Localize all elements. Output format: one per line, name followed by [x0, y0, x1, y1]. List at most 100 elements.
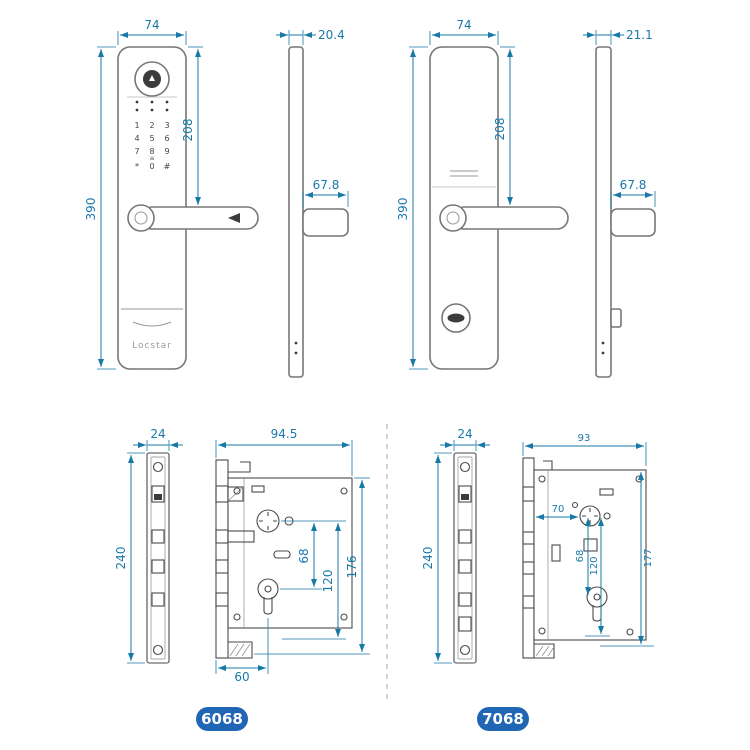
side-view-back: 21.1 67.8	[583, 28, 656, 378]
dim-faceplate-width: 24	[457, 427, 472, 441]
key-5: 5	[149, 134, 154, 143]
key-star: *	[135, 162, 139, 171]
back-handle-hub	[446, 211, 460, 225]
bolt-opening	[151, 529, 165, 544]
dim-back-width: 74	[456, 18, 471, 32]
key-9: 9	[164, 147, 169, 156]
lower-panel-curve	[132, 321, 172, 327]
back-handle-pivot	[439, 204, 467, 232]
dim-back-height: 390	[396, 198, 410, 221]
side-profile-body	[595, 46, 612, 378]
dim-faceplate-height: 240	[421, 547, 435, 570]
faceplate-inner-edge	[150, 456, 166, 660]
mortise-6068: 24 240 94.5	[114, 427, 370, 684]
bolt-opening	[458, 592, 472, 607]
keypad: 1 2 3 4 5 6 7 8 9 ≡ * 0 #	[134, 121, 170, 171]
key-0: 0	[149, 162, 154, 171]
key-hash: #	[164, 162, 171, 171]
front-view: 1 2 3 4 5 6 7 8 9 ≡ * 0 # Locstar 74	[84, 18, 259, 370]
cylinder-profile	[263, 597, 273, 615]
side-handle-nub	[302, 208, 349, 237]
dim-side-depth: 21.1	[626, 28, 653, 42]
small-slot	[251, 485, 265, 493]
key-4: 4	[134, 134, 139, 143]
top-bracket	[534, 460, 553, 471]
latch-bolt	[154, 494, 162, 500]
key-1: 1	[134, 121, 139, 130]
back-view: 74 390 208	[396, 18, 569, 370]
slot	[551, 544, 561, 562]
faceplate	[146, 452, 170, 664]
model-label-6068: 6068	[201, 710, 243, 728]
small-hole	[603, 512, 611, 520]
hatch-lines	[229, 643, 251, 657]
front-handle-hub	[134, 211, 148, 225]
key-6: 6	[164, 134, 169, 143]
menu-glyph-icon: ≡	[149, 155, 154, 162]
scanner-mark-icon	[149, 75, 155, 81]
cylinder-center	[264, 585, 272, 593]
key-8: 8	[149, 147, 154, 156]
dim-120: 120	[589, 556, 600, 575]
model-badge-7068: 7068	[477, 707, 529, 731]
dim-front-width: 74	[144, 18, 159, 32]
dim-side-depth: 20.4	[318, 28, 345, 42]
bottom-bracket	[534, 643, 555, 659]
dim-body-height: 177	[643, 548, 654, 567]
key-2: 2	[149, 121, 154, 130]
dim-body-height: 176	[345, 556, 359, 579]
key-7: 7	[134, 147, 139, 156]
dim-front-upper: 208	[181, 119, 195, 142]
dim-faceplate-height: 240	[114, 547, 128, 570]
dim-68: 68	[575, 550, 586, 563]
dim-front-height: 390	[84, 198, 98, 221]
model-badge-6068: 6068	[196, 707, 248, 731]
back-handle-lever	[452, 206, 569, 230]
deadbolt-body	[227, 530, 255, 543]
bolt-opening	[151, 559, 165, 574]
bolt-opening	[458, 559, 472, 574]
mortise-front-strip	[522, 457, 535, 659]
latch-opening	[458, 485, 472, 503]
thumbturn-profile	[610, 308, 622, 328]
small-hole	[571, 501, 579, 509]
top-bracket	[228, 461, 251, 473]
screw-hole	[459, 644, 471, 656]
thumbturn-knob	[447, 313, 465, 323]
side-view-front: 20.4 67.8	[276, 28, 349, 378]
lock-case	[533, 469, 647, 641]
front-handle-lever	[140, 206, 259, 230]
dim-faceplate-width: 24	[150, 427, 165, 441]
latch-bolt	[461, 494, 469, 500]
side-profile-body	[288, 46, 304, 378]
mortise-front-strip	[215, 459, 229, 659]
dim-120: 120	[321, 570, 335, 593]
badge-pill	[477, 707, 529, 731]
latch-opening	[151, 485, 165, 503]
dim-68: 68	[297, 548, 311, 563]
screw-hole	[152, 644, 164, 656]
stop-slot	[273, 550, 291, 559]
screw-hole	[152, 461, 164, 473]
bottom-bracket	[228, 641, 253, 659]
dim-body-width: 94.5	[271, 427, 298, 441]
side-screw-dots	[294, 341, 298, 355]
corner-screws	[233, 487, 348, 621]
bolt-opening	[458, 616, 472, 632]
dim-side-handle: 67.8	[620, 178, 647, 192]
cylinder-hole	[586, 586, 608, 608]
hatch-lines	[535, 645, 555, 657]
key-3: 3	[164, 121, 169, 130]
screw-hole	[459, 461, 471, 473]
faceplate-inner-edge	[457, 456, 473, 660]
dim-body-width: 93	[578, 433, 591, 444]
cylinder-hole	[257, 578, 279, 600]
dim-70: 70	[552, 504, 565, 515]
small-slot	[599, 488, 614, 496]
keypad-dots	[135, 100, 169, 112]
model-label-7068: 7068	[482, 710, 524, 728]
spindle-hub-ticks	[259, 512, 277, 530]
faceplate	[453, 452, 477, 664]
